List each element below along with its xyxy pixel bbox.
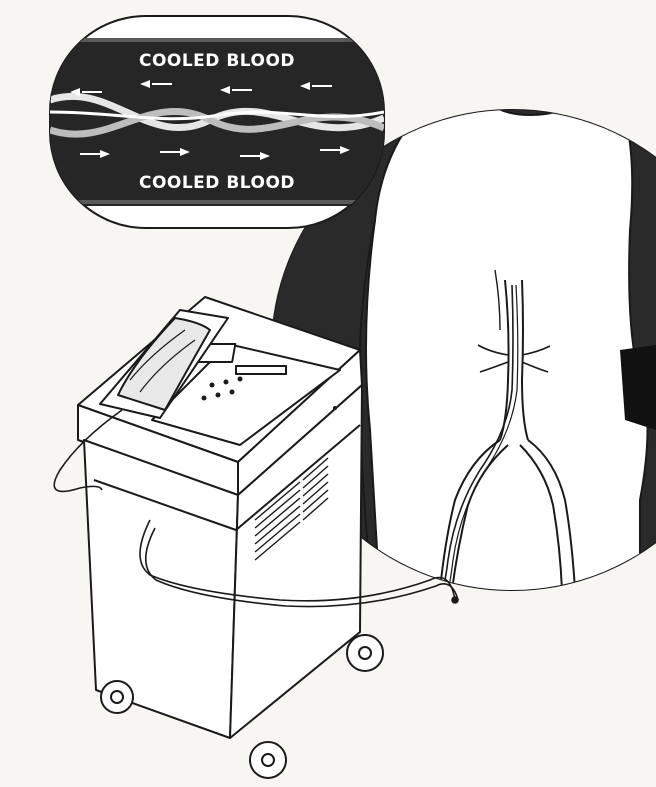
torso-outline: [366, 68, 648, 600]
catheter-connector: [452, 597, 458, 603]
display-strip: [236, 366, 286, 374]
label-cooled-blood-bottom: COOLED BLOOD: [139, 173, 295, 193]
cooling-console: [78, 297, 383, 778]
label-cooled-blood-top: COOLED BLOOD: [139, 51, 295, 71]
cooled-blood-inset: COOLED BLOOD COOLED BLOOD: [50, 16, 384, 228]
dark-patch-right: [620, 345, 656, 430]
